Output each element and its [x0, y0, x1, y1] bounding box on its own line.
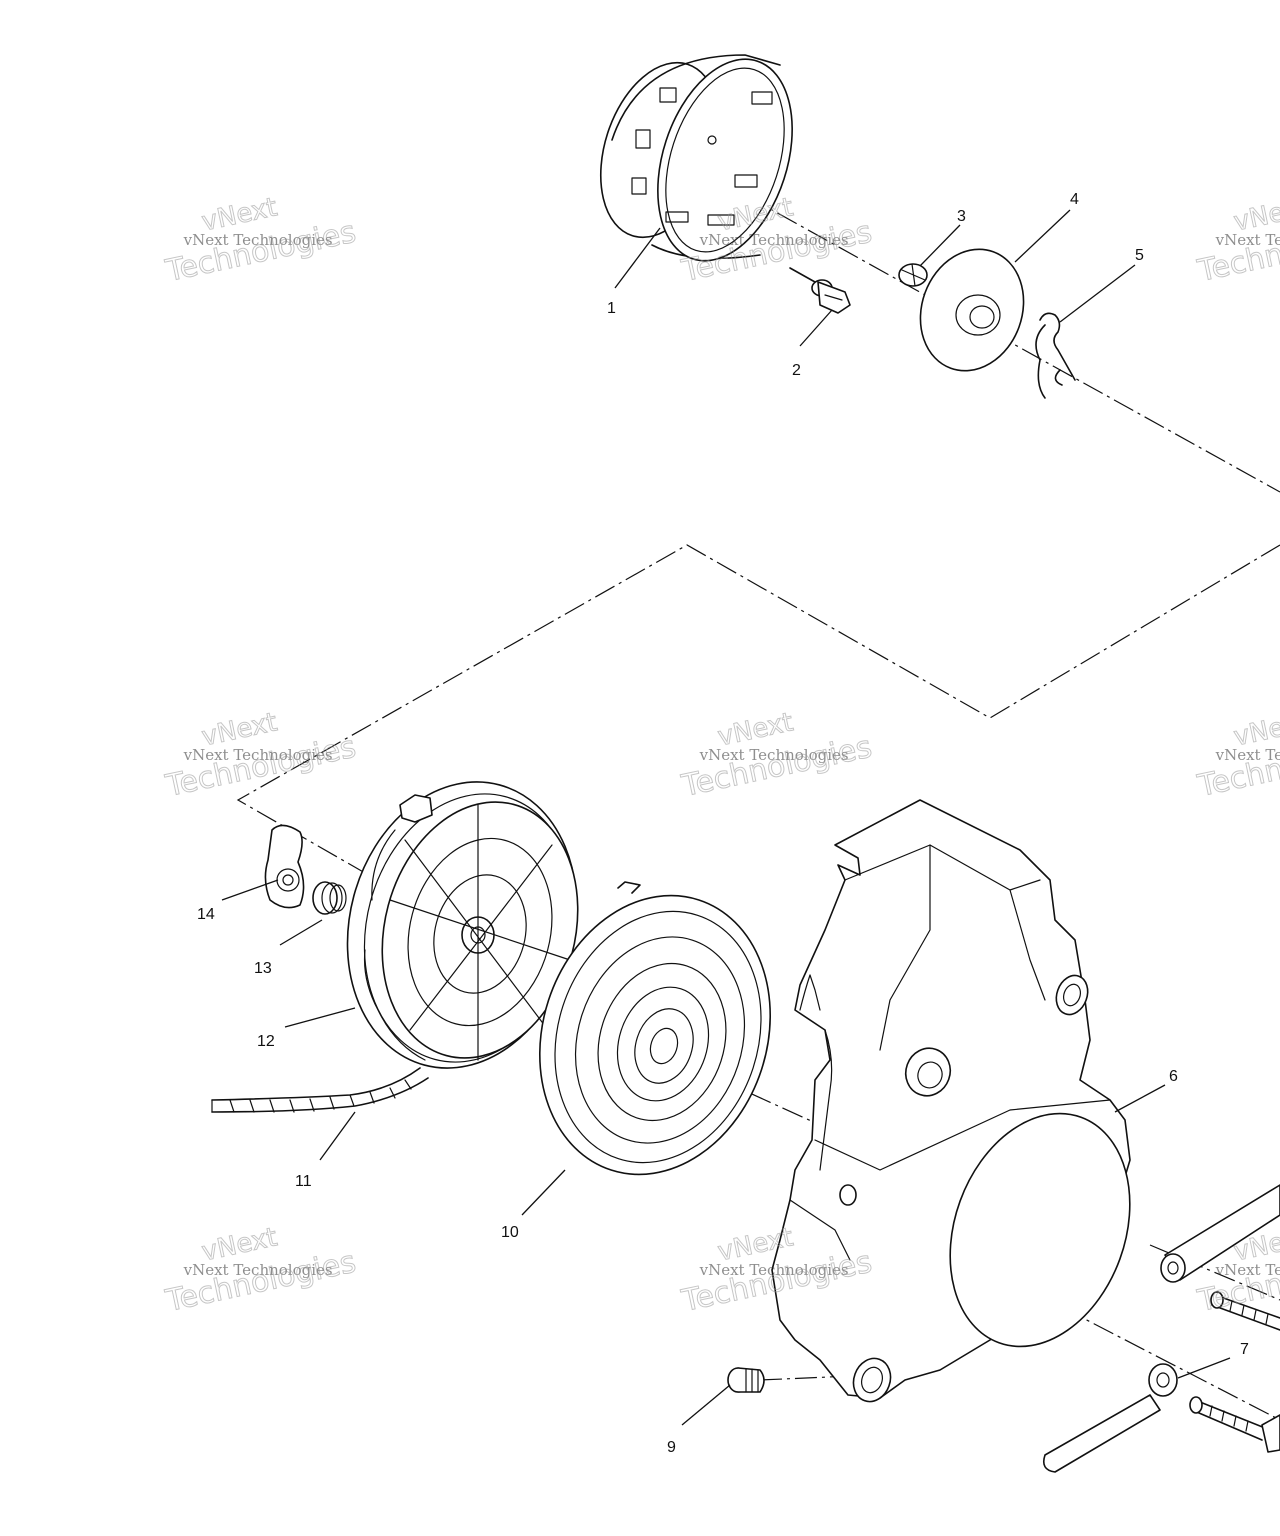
part-4-pulley-plate — [919, 248, 1025, 372]
part-2-bolt — [789, 267, 851, 314]
part-1-starter-cup — [599, 54, 793, 262]
watermark-company: vNext Technologies — [1215, 231, 1280, 249]
callout-12: 12 — [257, 1033, 275, 1050]
watermark-company: vNext Technologies — [699, 1261, 849, 1279]
callout-13: 13 — [254, 960, 272, 977]
watermark-company: vNext Technologies — [183, 1261, 333, 1279]
watermark-company: vNext Technologies — [183, 231, 333, 249]
watermark-company: vNext Technologies — [699, 746, 849, 764]
callout-4: 4 — [1070, 191, 1079, 208]
callout-3: 3 — [957, 208, 966, 225]
part-9-fitting — [727, 1367, 765, 1393]
watermark-company: vNext Technologies — [1215, 1261, 1280, 1279]
watermark-1: vNext vNext Technologies Technologies — [162, 192, 360, 290]
callout-9: 9 — [667, 1439, 676, 1456]
watermark-4: vNext vNext Technologies Technologies — [162, 707, 360, 805]
callout-6: 6 — [1169, 1068, 1178, 1085]
watermark-6: vNext vNext Technologies Technologies — [1194, 707, 1280, 805]
callout-2: 2 — [792, 362, 801, 379]
watermark-company: vNext Technologies — [1215, 746, 1280, 764]
part-7-washers-bolts — [1042, 1184, 1280, 1473]
part-10-recoil-spring — [538, 881, 772, 1176]
part-13-spring — [312, 881, 347, 915]
part-3-nut — [898, 263, 928, 287]
callout-5: 5 — [1135, 247, 1144, 264]
callout-labels: 1 2 3 4 5 6 7 9 10 11 12 13 14 — [197, 191, 1249, 1456]
watermark-company: vNext Technologies — [183, 746, 333, 764]
watermark-3: vNext vNext Technologies Technologies — [1194, 192, 1280, 290]
callout-11: 11 — [295, 1173, 312, 1190]
leader-lines — [221, 209, 1231, 1426]
callout-10: 10 — [501, 1224, 519, 1241]
part-14-pawl — [264, 824, 305, 909]
callout-1: 1 — [607, 300, 616, 317]
part-12-recoil-reel — [346, 781, 579, 1069]
watermark-5: vNext vNext Technologies Technologies — [678, 707, 876, 805]
part-5-clip — [1035, 312, 1076, 399]
watermark-7: vNext vNext Technologies Technologies — [162, 1222, 360, 1320]
part-11-starter-rope — [211, 1067, 429, 1113]
callout-7: 7 — [1240, 1341, 1249, 1358]
callout-14: 14 — [197, 906, 215, 923]
part-6-starter-housing — [771, 799, 1131, 1403]
watermark-company: vNext Technologies — [699, 231, 849, 249]
